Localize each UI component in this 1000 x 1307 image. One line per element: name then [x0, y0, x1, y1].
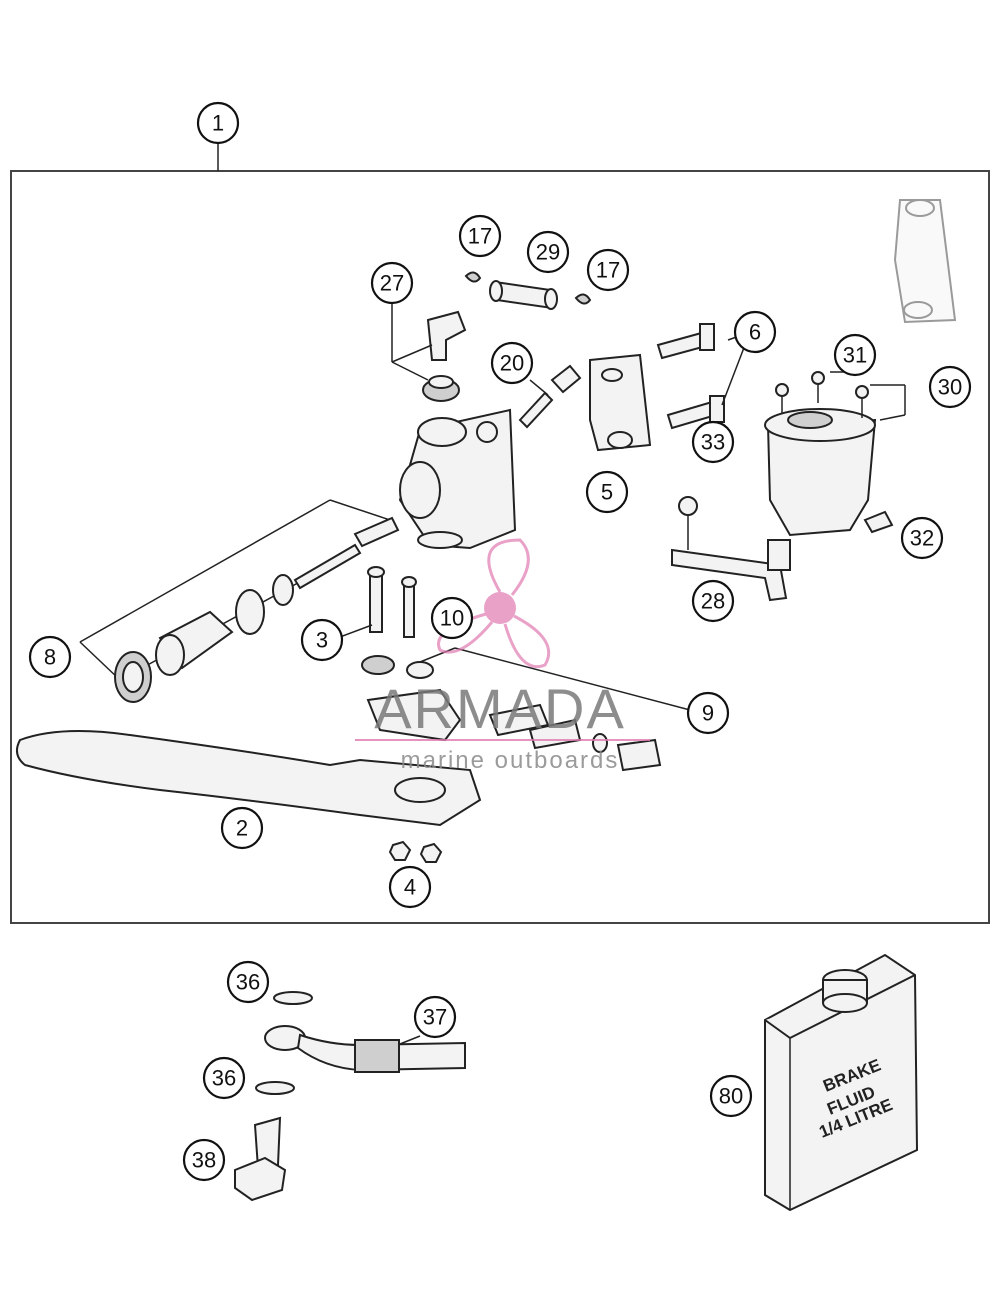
svg-text:5: 5	[601, 480, 613, 505]
callout-80: 80	[709, 1074, 753, 1118]
watermark-tagline: marine outboards	[401, 747, 620, 774]
svg-text:6: 6	[749, 320, 761, 345]
svg-text:31: 31	[843, 343, 867, 368]
hose-with-clamps	[464, 271, 592, 310]
svg-text:36: 36	[236, 970, 260, 995]
master-cylinder-body	[398, 408, 517, 550]
callout-4: 4	[388, 865, 432, 909]
callout-29: 29	[526, 230, 570, 274]
callout-6: 6	[733, 310, 777, 354]
svg-text:33: 33	[701, 430, 725, 455]
svg-text:10: 10	[440, 606, 464, 631]
callout-31: 31	[833, 333, 877, 377]
propeller-logo	[437, 538, 551, 668]
callout-17a: 17	[458, 214, 502, 258]
clamp-screws	[656, 323, 746, 430]
reference-clamp	[893, 199, 957, 324]
svg-text:17: 17	[596, 258, 620, 283]
svg-text:38: 38	[192, 1148, 216, 1173]
callout-36a: 36	[226, 960, 270, 1004]
callout-37: 37	[413, 995, 457, 1039]
svg-text:30: 30	[938, 375, 962, 400]
callout-8: 8	[28, 635, 72, 679]
callout-33: 33	[691, 420, 735, 464]
callout-3: 3	[300, 618, 344, 662]
callout-32: 32	[900, 516, 944, 560]
reservoir-bracket	[671, 496, 894, 602]
callout-10: 10	[430, 596, 474, 640]
piston-kit	[79, 499, 400, 703]
fluid-reservoir	[764, 371, 906, 537]
svg-text:20: 20	[500, 351, 524, 376]
callout-28: 28	[691, 579, 735, 623]
callout-20: 20	[490, 341, 534, 385]
callout-17b: 17	[586, 248, 630, 292]
svg-text:2: 2	[236, 816, 248, 841]
svg-text:9: 9	[702, 701, 714, 726]
svg-text:29: 29	[536, 240, 560, 265]
svg-text:28: 28	[701, 589, 725, 614]
callout-1: 1	[196, 101, 240, 145]
handlebar-clamp	[589, 353, 652, 452]
svg-text:80: 80	[719, 1084, 743, 1109]
banjo-washers	[255, 991, 313, 1095]
svg-text:27: 27	[380, 271, 404, 296]
svg-text:4: 4	[404, 875, 416, 900]
bleeder-screw	[518, 364, 582, 429]
brake-lever	[15, 730, 482, 827]
lever-nuts	[388, 840, 443, 863]
svg-text:32: 32	[910, 526, 934, 551]
callout-27: 27	[370, 261, 414, 305]
brake-fluid-can: BRAKE FLUID 1/4 LITRE	[764, 953, 919, 1212]
svg-text:3: 3	[316, 628, 328, 653]
svg-text:17: 17	[468, 224, 492, 249]
callout-38: 38	[182, 1138, 226, 1182]
lever-adjuster	[366, 647, 691, 772]
callout-5: 5	[585, 470, 629, 514]
svg-text:37: 37	[423, 1005, 447, 1030]
hose-fitting	[391, 300, 467, 402]
banjo-bolt	[234, 1116, 287, 1202]
svg-text:8: 8	[44, 645, 56, 670]
watermark: ARMADA marine outboards	[355, 538, 650, 774]
callout-30: 30	[928, 365, 972, 409]
pivot-bolts	[339, 566, 434, 679]
watermark-brand: ARMADA	[374, 677, 626, 740]
assembly-frame	[10, 170, 990, 924]
callout-9: 9	[686, 691, 730, 735]
callout-2: 2	[220, 806, 264, 850]
svg-text:1: 1	[212, 111, 224, 136]
callout-36b: 36	[202, 1056, 246, 1100]
brake-hose	[264, 1025, 466, 1073]
svg-text:36: 36	[212, 1066, 236, 1091]
